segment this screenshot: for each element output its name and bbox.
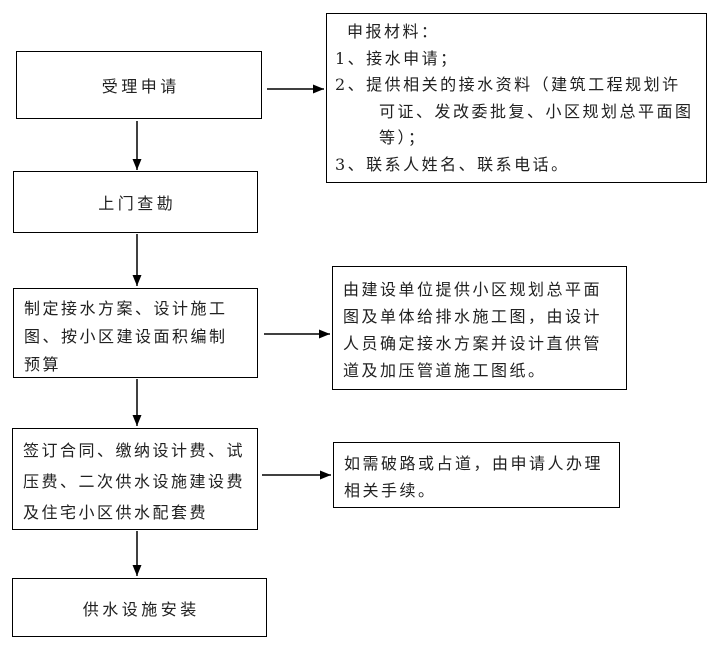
node-text: 制定接水方案、设计施工 图、按小区建设面积编制 预算 (24, 299, 228, 374)
note-header: 申报材料： (347, 22, 440, 41)
node-label: 上门查勘 (98, 194, 177, 213)
note-design-responsibilities: 由建设单位提供小区规划总平面 图及单体给排水施工图，由设计 人员确定接水方案并设… (332, 266, 627, 390)
node-text: 签订合同、缴纳设计费、试 压费、二次供水设施建设费 及住宅小区供水配套费 (23, 441, 246, 522)
note-text: 如需破路或占道，由申请人办理 相关手续。 (344, 454, 604, 500)
node-design-plan-budget: 制定接水方案、设计施工 图、按小区建设面积编制 预算 (13, 288, 258, 378)
node-label: 受理申请 (101, 77, 180, 96)
node-accept-application: 受理申请 (16, 51, 262, 119)
node-install-water-facilities: 供水设施安装 (12, 578, 267, 637)
note-list-item: 1、接水申请； (335, 48, 459, 68)
note-text: 由建设单位提供小区规划总平面 图及单体给排水施工图，由设计 人员确定接水方案并设… (343, 280, 603, 380)
note-road-occupation-permit: 如需破路或占道，由申请人办理 相关手续。 (333, 442, 620, 508)
note-list-item: 2、提供相关的接水资料（建筑工程规划许 可证、发改委批复、小区规划总平面图 等）… (335, 75, 694, 147)
note-application-materials: 申报材料： 1、接水申请； 2、提供相关的接水资料（建筑工程规划许 可证、发改委… (326, 13, 707, 183)
node-sign-contract-pay-fees: 签订合同、缴纳设计费、试 压费、二次供水设施建设费 及住宅小区供水配套费 (12, 428, 258, 530)
node-label: 供水设施安装 (82, 599, 200, 619)
note-list-item: 3、联系人姓名、联系电话。 (335, 154, 570, 174)
node-site-survey: 上门查勘 (13, 171, 258, 233)
